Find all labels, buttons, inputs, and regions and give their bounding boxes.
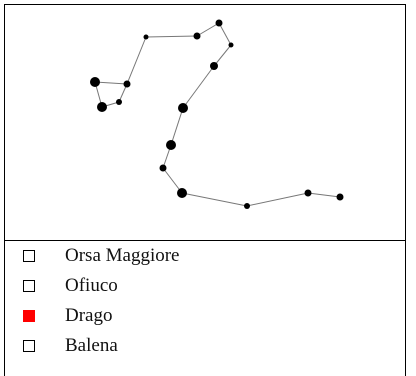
constellation-line bbox=[162, 167, 183, 194]
constellation-line bbox=[182, 65, 215, 109]
constellation-line bbox=[170, 107, 184, 146]
selected-checkbox-icon[interactable] bbox=[23, 310, 35, 322]
star-point bbox=[304, 189, 312, 197]
option-label: Orsa Maggiore bbox=[65, 245, 180, 266]
star-point bbox=[228, 42, 234, 48]
star-point bbox=[159, 164, 167, 172]
constellation-drawing bbox=[90, 19, 344, 209]
constellation-canvas bbox=[5, 5, 405, 241]
star-point bbox=[336, 193, 344, 201]
option-label: Balena bbox=[65, 335, 118, 356]
option-ofiuco[interactable]: Ofiuco bbox=[5, 271, 405, 301]
star-point bbox=[90, 77, 100, 87]
star-point bbox=[177, 188, 187, 198]
constellation-line bbox=[213, 44, 232, 67]
constellation-line bbox=[145, 35, 198, 38]
option-label: Ofiuco bbox=[65, 275, 118, 296]
constellation-line bbox=[246, 192, 309, 207]
constellation-quiz-panel: Orsa Maggiore Ofiuco Drago Balena bbox=[4, 4, 406, 376]
star-point bbox=[178, 103, 188, 113]
option-label: Drago bbox=[65, 305, 113, 326]
star-point bbox=[143, 34, 149, 40]
constellation-line bbox=[94, 81, 128, 85]
star-point bbox=[244, 203, 250, 209]
constellation-line bbox=[196, 22, 220, 37]
option-orsa-maggiore[interactable]: Orsa Maggiore bbox=[5, 241, 405, 271]
star-point bbox=[215, 19, 223, 27]
checkbox-icon[interactable] bbox=[23, 250, 35, 262]
checkbox-icon[interactable] bbox=[23, 340, 35, 352]
checkbox-icon[interactable] bbox=[23, 280, 35, 292]
option-balena[interactable]: Balena bbox=[5, 331, 405, 361]
star-point bbox=[123, 80, 131, 88]
star-point bbox=[116, 99, 122, 105]
star-point bbox=[210, 62, 218, 70]
constellation-line bbox=[218, 22, 232, 46]
option-drago[interactable]: Drago bbox=[5, 301, 405, 331]
star-point bbox=[193, 32, 201, 40]
constellation-line bbox=[181, 192, 248, 207]
constellation-line bbox=[126, 36, 147, 85]
star-point bbox=[97, 102, 107, 112]
constellation-line bbox=[307, 192, 341, 198]
star-point bbox=[166, 140, 176, 150]
